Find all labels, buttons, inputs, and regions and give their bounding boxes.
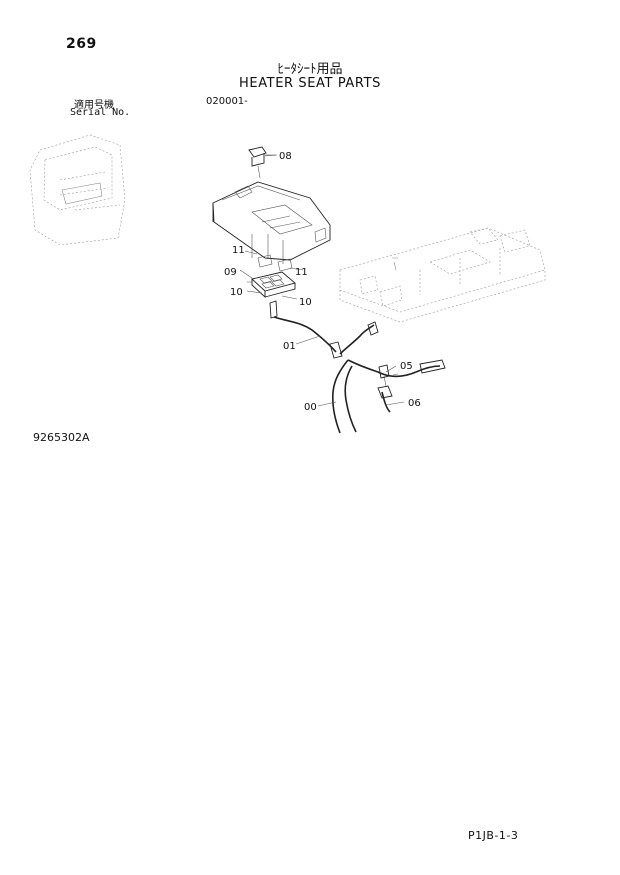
harness-01-icon bbox=[269, 300, 379, 359]
callout-leaders bbox=[264, 154, 397, 407]
switch-08-icon bbox=[248, 146, 276, 179]
page-number: 269 bbox=[66, 36, 97, 52]
serial-label-japanese: 適用号機 bbox=[74, 100, 114, 111]
callout-00: 00 bbox=[304, 402, 317, 413]
switch-panel-icon bbox=[239, 269, 298, 300]
harness-00-icon bbox=[332, 359, 446, 434]
callout-10b: 10 bbox=[299, 297, 312, 308]
callout-01: 01 bbox=[283, 341, 296, 352]
callout-09: 09 bbox=[224, 267, 237, 278]
console-box-icon bbox=[212, 181, 331, 261]
serial-number: 020001- bbox=[206, 96, 248, 107]
frame-icon bbox=[339, 227, 546, 323]
callout-08: 08 bbox=[279, 151, 292, 162]
drawing-code: 9265302A bbox=[33, 431, 90, 444]
callout-06: 06 bbox=[408, 398, 421, 409]
callout-10a: 10 bbox=[230, 287, 243, 298]
page-title: HEATER SEAT PARTS bbox=[239, 76, 381, 91]
switch-panel-leaders bbox=[244, 234, 304, 272]
callout-11a: 11 bbox=[232, 245, 245, 256]
page-title-japanese: ﾋｰﾀｼｰﾄ用品 bbox=[277, 62, 343, 77]
serial-label: Serial No. bbox=[70, 107, 131, 118]
callout-11b: 11 bbox=[295, 267, 308, 278]
footer-page-code: P1JB-1-3 bbox=[468, 829, 519, 842]
callout-05: 05 bbox=[400, 361, 413, 372]
excavator-cab-outline-icon bbox=[29, 134, 126, 246]
